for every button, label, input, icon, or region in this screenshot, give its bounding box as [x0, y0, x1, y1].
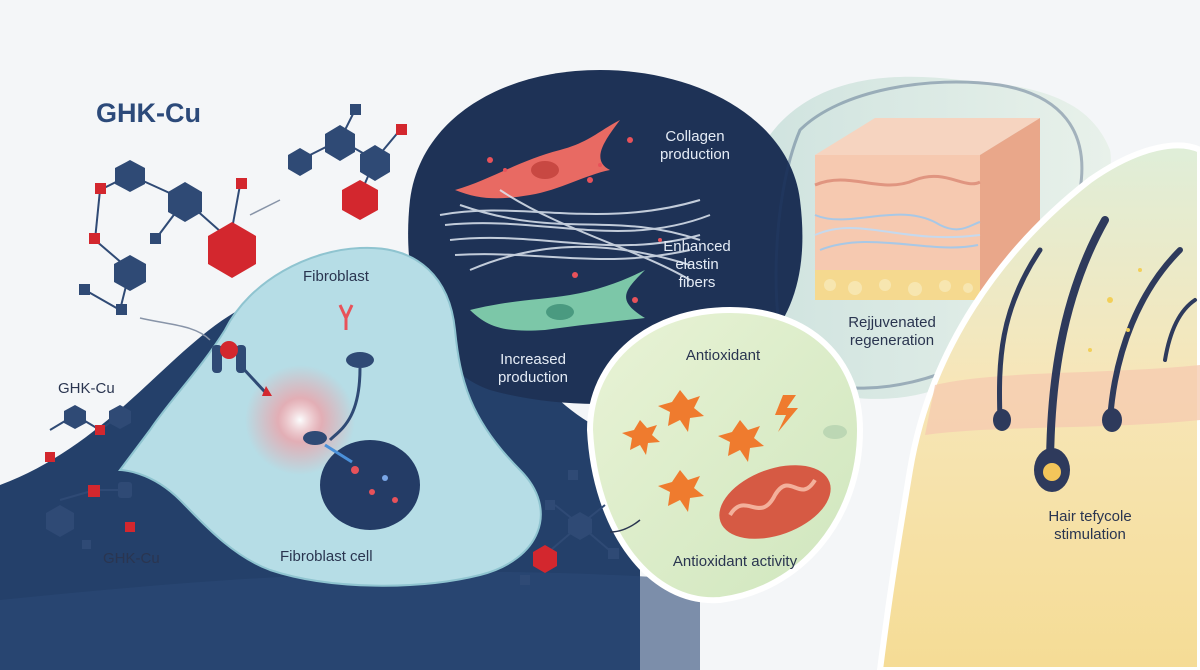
molecule-nodes [79, 104, 407, 315]
elastin-label-1: Enhanced [663, 238, 731, 255]
fibroblast-green-icon [470, 270, 645, 331]
skin-block-icon [814, 118, 1040, 300]
collagen-label-2: production [659, 146, 731, 163]
hair-label-1: Hair tefycole [1048, 508, 1132, 525]
page-title: GHK-Cu [96, 98, 201, 128]
fibroblast-cell-label: Fibroblast cell [280, 548, 373, 565]
starburst-icon [622, 390, 764, 512]
antioxidant-label: Antioxidant [685, 347, 761, 364]
collagen-label-1: Collagen [665, 128, 725, 145]
ghk-cu-label-low: GHK-Cu [103, 550, 160, 567]
elastin-fibers-icon [439, 189, 711, 281]
mitochondria-icon [719, 465, 831, 539]
receptor-y-icon [338, 304, 354, 330]
ghk-cu-label-mid: GHK-Cu [58, 380, 115, 397]
rejuvenated-label-2: regeneration [849, 332, 935, 349]
increased-label-2: production [497, 369, 569, 386]
receptor-icon [212, 341, 246, 373]
increased-label-1: Increased [500, 351, 566, 368]
rejuvenated-label-1: Rejjuvenated [848, 314, 936, 331]
elastin-label-2: elastin [675, 256, 719, 273]
elastin-label-3: fibers [678, 274, 716, 291]
fibroblast-red-icon [455, 120, 620, 199]
fibroblast-label: Fibroblast [303, 268, 369, 285]
lightning-icon [775, 395, 798, 432]
molecule-cluster-icon [45, 405, 135, 549]
lower-wave [0, 571, 700, 670]
hair-follicle-icon [993, 216, 1197, 492]
molecule-cluster-icon [520, 470, 619, 585]
nucleus-icon [320, 440, 420, 530]
antioxidant-activity-label: Antioxidant activity [672, 553, 798, 570]
hair-label-2: stimulation [1054, 526, 1126, 543]
